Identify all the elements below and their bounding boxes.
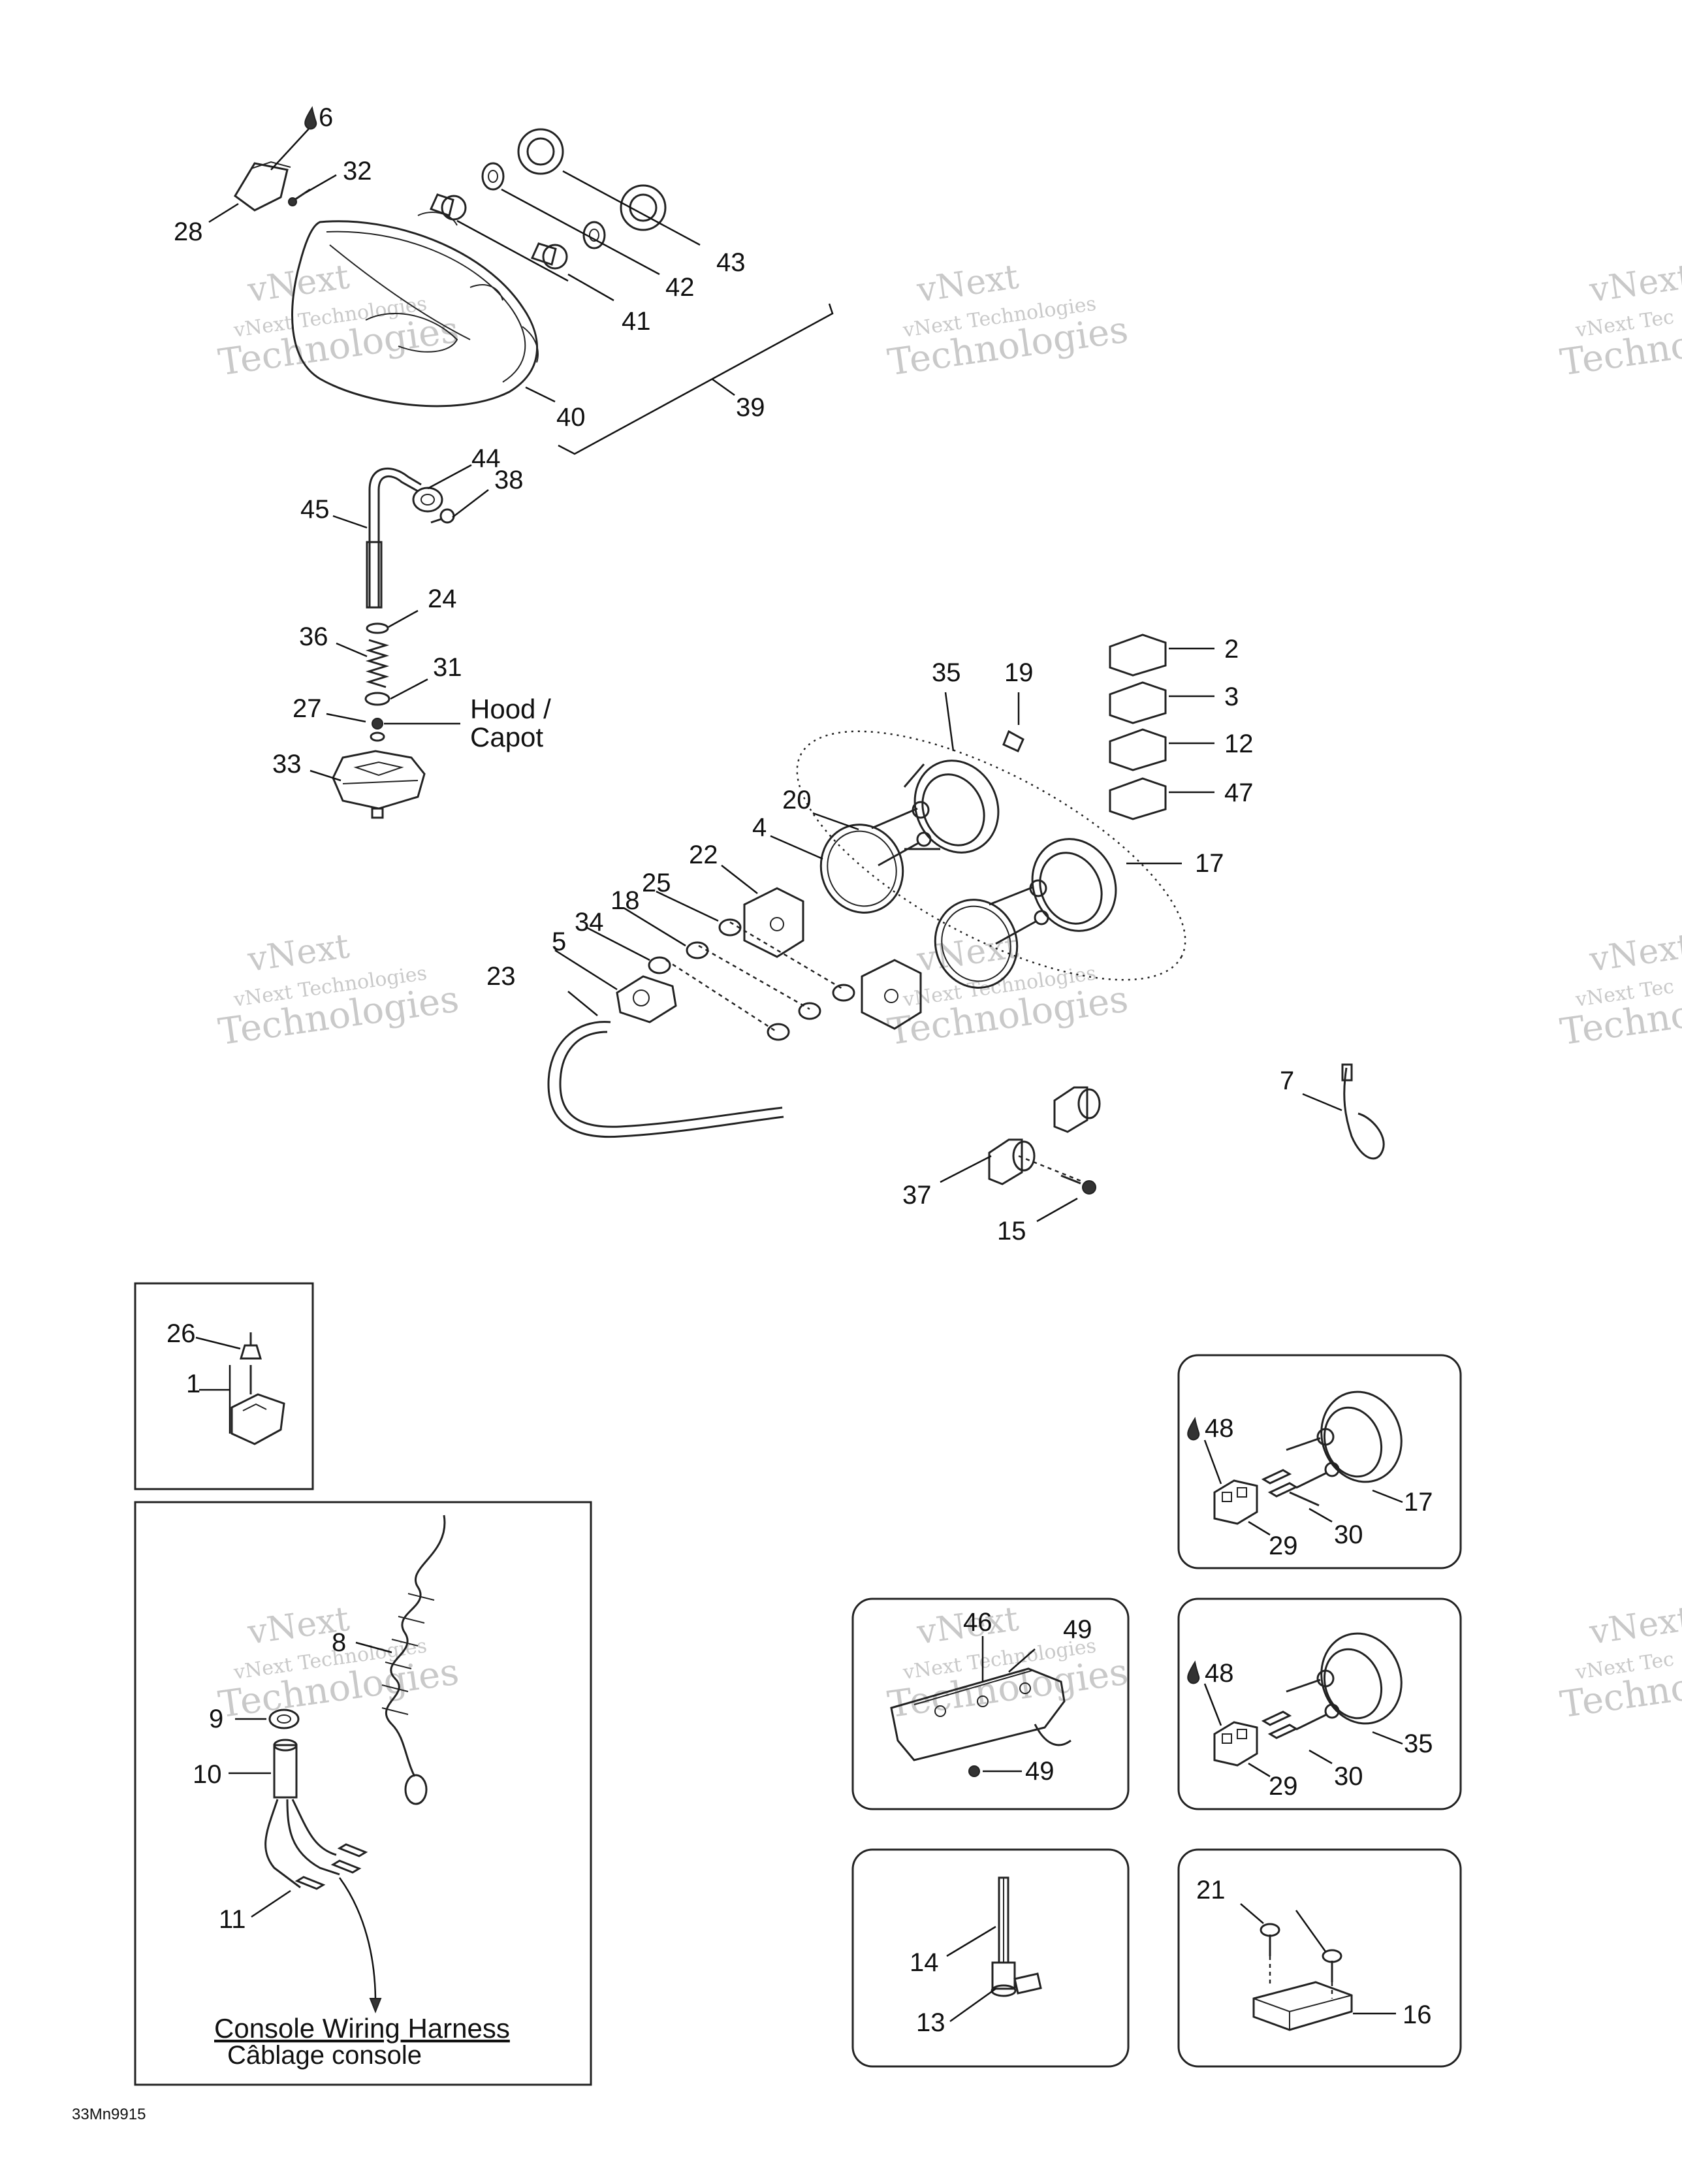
label-part-41: 41: [622, 307, 651, 336]
label-part-38: 38: [494, 466, 524, 494]
reference-code: 33Mn9915: [72, 2106, 146, 2123]
label-part-3: 3: [1224, 682, 1239, 711]
label-part-49: 49: [1025, 1757, 1055, 1786]
harness-box: [134, 1501, 592, 2086]
label-part-42: 42: [665, 273, 695, 302]
label-part-11: 11: [219, 1905, 246, 1934]
label-part-4: 4: [752, 813, 767, 842]
label-part-18: 18: [611, 886, 640, 915]
label-part-39: 39: [736, 393, 765, 422]
watermark-line1: vNext: [914, 257, 1021, 310]
label-part-12: 12: [1224, 730, 1254, 758]
label-part-46: 46: [963, 1608, 992, 1637]
watermark: vNext vNext Tec Technolo: [1558, 1599, 1682, 1726]
label-part-21: 21: [1196, 1876, 1226, 1904]
label-part-45: 45: [300, 495, 330, 524]
hood-callout-line1: Hood /: [470, 694, 551, 724]
label-part-25: 25: [642, 869, 671, 897]
label-part-13: 13: [916, 2008, 945, 2037]
label-part-17: 17: [1195, 849, 1224, 878]
detail-box-module-16: [1177, 1848, 1462, 2068]
label-part-34: 34: [575, 908, 604, 937]
harness-caption-en: Console Wiring Harness: [214, 2013, 510, 2044]
label-part-43: 43: [716, 248, 746, 277]
watermark: vNext vNext Technologies Technologies: [216, 927, 462, 1053]
label-part-37: 37: [902, 1181, 932, 1210]
label-part-24: 24: [428, 585, 457, 613]
watermark: vNext vNext Tec Technolo: [1558, 257, 1682, 384]
label-part-5: 5: [552, 927, 566, 956]
label-part-49: 49: [1063, 1615, 1092, 1644]
label-part-20: 20: [782, 786, 812, 814]
label-part-47: 47: [1224, 779, 1254, 807]
label-part-2: 2: [1224, 635, 1239, 664]
watermark: vNext vNext Tec Technolo: [1558, 927, 1682, 1053]
watermark: vNext vNext Technologies Technologies: [885, 257, 1131, 384]
label-part-44: 44: [471, 444, 501, 473]
part-labels: 6 32 28 43 42 41 40 39 44 38 45 24 36 31…: [72, 103, 1433, 2123]
detail-box-gauge-35: [1177, 1598, 1462, 1810]
label-part-31: 31: [433, 653, 462, 682]
detail-box-sender-13: [851, 1848, 1130, 2068]
watermark-partial1: vNext: [1587, 927, 1682, 980]
label-part-8: 8: [332, 1628, 346, 1657]
hood-mount: [309, 464, 489, 819]
label-part-14: 14: [910, 1948, 939, 1977]
label-part-17: 17: [1404, 1488, 1433, 1517]
label-part-27: 27: [293, 694, 322, 723]
label-part-23: 23: [486, 962, 516, 991]
watermark: vNext vNext Technologies Technologies: [885, 1599, 1131, 1726]
watermark: vNext vNext Technologies Technologies: [885, 927, 1131, 1053]
watermark-partial1: vNext: [1587, 1599, 1682, 1652]
label-part-29: 29: [1269, 1532, 1298, 1560]
label-part-30: 30: [1334, 1520, 1363, 1549]
gauge-cluster: [586, 634, 1214, 1041]
label-part-22: 22: [689, 841, 718, 869]
hood-callout-line2: Capot: [470, 722, 543, 752]
clips: [940, 1063, 1385, 1223]
label-part-35: 35: [932, 658, 961, 687]
watermark-partial1: vNext: [1587, 257, 1682, 310]
label-part-33: 33: [272, 750, 302, 779]
label-part-9: 9: [209, 1705, 223, 1733]
label-part-26: 26: [167, 1319, 196, 1348]
label-part-48: 48: [1205, 1414, 1234, 1443]
label-part-7: 7: [1280, 1067, 1294, 1095]
label-part-30: 30: [1334, 1762, 1363, 1791]
label-part-19: 19: [1004, 658, 1034, 687]
label-part-28: 28: [174, 217, 203, 246]
label-part-15: 15: [997, 1217, 1026, 1245]
detail-box-bracket-46: [851, 1598, 1130, 1810]
label-part-32: 32: [343, 157, 372, 185]
label-part-10: 10: [193, 1760, 222, 1789]
detail-box-gauge-17: [1177, 1354, 1462, 1569]
label-part-48: 48: [1205, 1659, 1234, 1688]
harness-caption-fr: Câblage console: [227, 2041, 422, 2070]
label-part-16: 16: [1403, 2000, 1432, 2029]
sensor-cable: [547, 949, 784, 1138]
label-part-6: 6: [319, 103, 333, 132]
watermark-line1: vNext: [245, 927, 352, 980]
label-part-36: 36: [299, 622, 328, 651]
headlight-assembly: [208, 106, 834, 455]
label-part-29: 29: [1269, 1772, 1298, 1801]
label-part-35: 35: [1404, 1729, 1433, 1758]
label-part-40: 40: [556, 403, 586, 432]
switch-box: [134, 1282, 314, 1490]
label-part-1: 1: [186, 1370, 200, 1398]
